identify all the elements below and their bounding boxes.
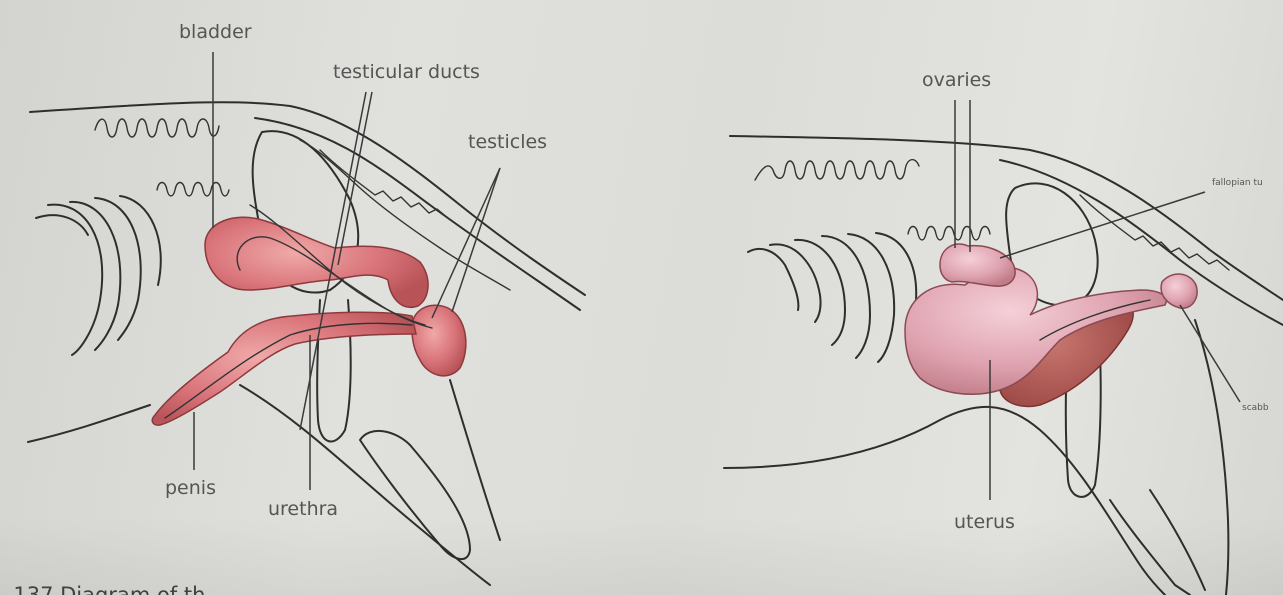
male-penis-organ bbox=[152, 312, 416, 425]
female-rib-1 bbox=[748, 249, 798, 310]
female-vertebrae-lower bbox=[908, 227, 990, 241]
male-rib-2 bbox=[48, 205, 102, 355]
label-penis: penis bbox=[165, 477, 216, 499]
label-testicles: testicles bbox=[468, 131, 547, 153]
label-uterus: uterus bbox=[954, 511, 1015, 533]
label-bladder: bladder bbox=[179, 21, 252, 43]
testicular-ducts-leader-1 bbox=[338, 92, 372, 265]
male-vertebrae-upper bbox=[95, 119, 219, 137]
male-vertebrae-lower bbox=[157, 183, 229, 197]
male-diagram: bladder testicular ducts testicles penis… bbox=[28, 21, 585, 585]
scabbard-leader bbox=[1180, 305, 1240, 402]
female-leg-rear bbox=[1195, 320, 1228, 595]
figure-caption: . 137 Diagram of th bbox=[0, 583, 205, 595]
female-vertebrae-upper bbox=[755, 160, 919, 180]
male-testicle-organ bbox=[412, 305, 466, 376]
female-rib-4 bbox=[822, 236, 870, 358]
label-fallopian-tubes: fallopian tu bbox=[1212, 178, 1263, 188]
female-ovary-organ bbox=[940, 244, 1015, 286]
female-rib-6 bbox=[876, 233, 916, 300]
male-rib-1 bbox=[36, 215, 88, 235]
male-tibia bbox=[360, 431, 470, 559]
female-tail-bones bbox=[1080, 195, 1229, 270]
male-organs bbox=[152, 205, 466, 425]
fallopian-tubes-leader bbox=[1000, 192, 1205, 258]
label-urethra: urethra bbox=[268, 498, 338, 520]
male-leg-rear bbox=[450, 380, 500, 540]
testicles-leader-2 bbox=[452, 168, 500, 312]
label-scabbard: scabb bbox=[1242, 403, 1269, 413]
female-diagram: ovaries fallopian tu uterus scabb bbox=[724, 69, 1283, 595]
female-organs bbox=[905, 244, 1197, 406]
label-testicular-ducts: testicular ducts bbox=[333, 61, 480, 83]
male-leg-outline bbox=[240, 385, 490, 585]
label-ovaries: ovaries bbox=[922, 69, 991, 91]
male-belly bbox=[28, 405, 150, 442]
